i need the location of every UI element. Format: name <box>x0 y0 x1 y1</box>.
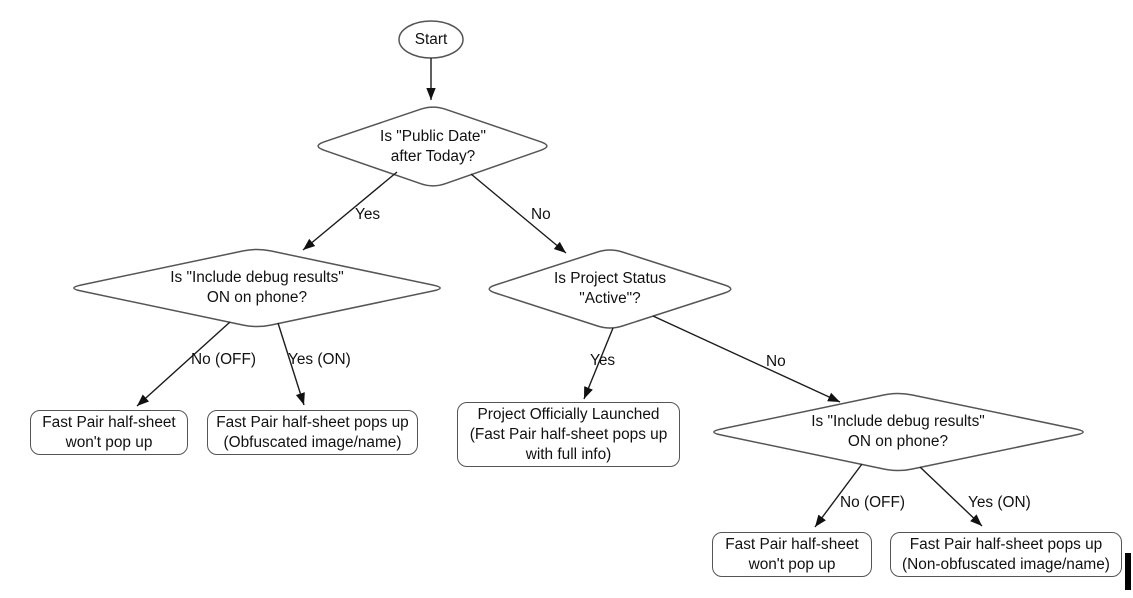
edge-label-debug-left-yes: Yes (ON) <box>288 351 351 368</box>
edge-public-date-no <box>470 173 567 254</box>
edge-debug-right-yes <box>919 466 983 527</box>
edge-debug-left-yes <box>277 322 305 406</box>
text-cursor-artifact <box>1125 553 1131 590</box>
edge-label-project-status-yes: Yes <box>590 352 616 369</box>
edge-label-debug-right-no: No (OFF) <box>840 494 905 511</box>
start-terminator-label: Start <box>414 30 448 48</box>
decision-debug-left-label: Is "Include debug results" ON on phone? <box>170 269 344 306</box>
result-no-popup-right: Fast Pair half-sheet won't pop up <box>712 532 872 577</box>
edge-public-date-yes <box>302 171 398 251</box>
edge-project-status-no <box>652 315 841 403</box>
decision-project-status-shape <box>488 249 732 329</box>
decision-debug-left-shape <box>73 248 441 328</box>
decision-project-status-label: Is Project Status "Active"? <box>553 270 667 307</box>
decision-debug-right-label: Is "Include debug results" ON on phone? <box>811 413 985 450</box>
decision-debug-right-shape <box>713 392 1084 472</box>
edge-label-public-date-no: No <box>531 206 551 223</box>
result-non-obfuscated-popup: Fast Pair half-sheet pops up (Non-obfusc… <box>890 532 1122 577</box>
edge-label-public-date-yes: Yes <box>355 206 381 223</box>
edge-label-project-status-no: No <box>766 353 786 370</box>
edge-debug-left-no <box>136 321 231 407</box>
decision-public-date-label: Is "Public Date" after Today? <box>380 128 486 165</box>
edge-label-debug-right-yes: Yes (ON) <box>968 494 1031 511</box>
result-no-popup-left: Fast Pair half-sheet won't pop up <box>30 410 188 455</box>
result-project-launched: Project Officially Launched (Fast Pair h… <box>457 402 680 467</box>
edge-label-debug-left-no: No (OFF) <box>191 351 256 368</box>
result-obfuscated-popup: Fast Pair half-sheet pops up (Obfuscated… <box>207 410 418 455</box>
decision-public-date-shape <box>317 106 548 187</box>
edge-project-status-yes <box>583 327 614 400</box>
edge-debug-right-no <box>814 463 863 528</box>
